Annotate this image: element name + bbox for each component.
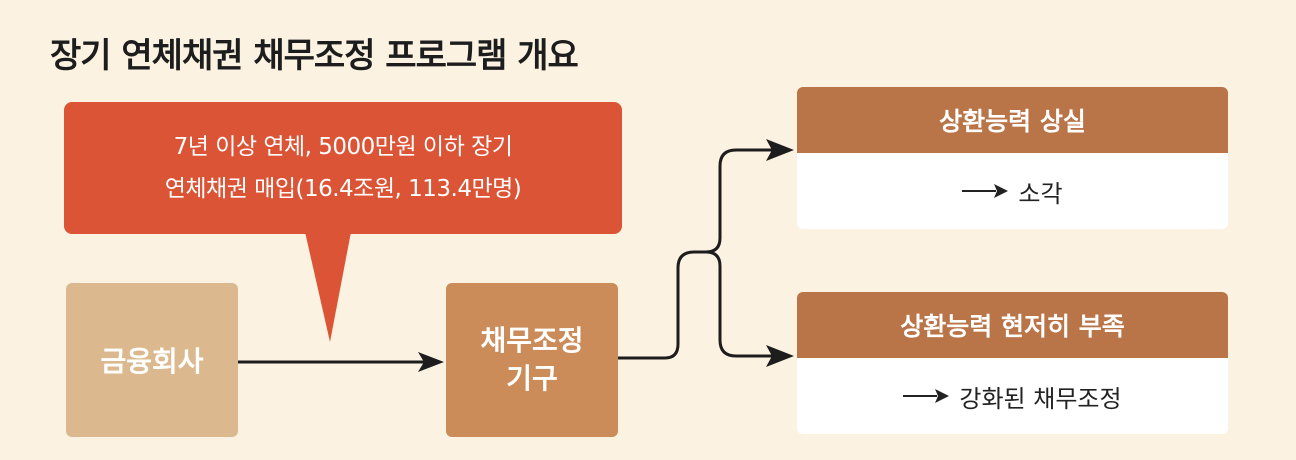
arrowhead-agency [418, 352, 444, 372]
debt-adjustment-agency-box: 채무조정 기구 [446, 283, 618, 437]
outcome-card-1-result: 소각 [1018, 179, 1063, 208]
callout-line-2: 연체채권 매입(16.4조원, 113.4만명) [164, 176, 522, 202]
callout-pointer [305, 232, 351, 342]
outcome-card-2-body: 강화된 채무조정 [797, 358, 1228, 434]
outcome-card-2: 상환능력 현저히 부족 강화된 채무조정 [797, 292, 1228, 434]
agency-label-line-1: 채무조정 [480, 324, 584, 357]
arrowhead-outcome-1 [766, 139, 794, 161]
branch-connector [618, 148, 772, 360]
branch-connector-lower [705, 250, 772, 358]
outcome-card-1-header: 상환능력 상실 [797, 87, 1228, 153]
outcome-card-1-body: 소각 [797, 153, 1228, 229]
page-title: 장기 연체채권 채무조정 프로그램 개요 [50, 36, 579, 76]
financial-institution-box: 금융회사 [66, 283, 238, 437]
outcome-card-2-result: 강화된 채무조정 [959, 384, 1122, 413]
agency-label-line-2: 기구 [506, 362, 558, 395]
outcome-card-1: 상환능력 상실 소각 [797, 87, 1228, 229]
callout-bubble: 7년 이상 연체, 5000만원 이하 장기 연체채권 매입(16.4조원, 1… [64, 102, 622, 234]
outcome-card-2-header: 상환능력 현저히 부족 [797, 292, 1228, 358]
callout-line-1: 7년 이상 연체, 5000만원 이하 장기 [173, 134, 513, 160]
right-arrow-icon [962, 184, 1009, 198]
right-arrow-icon [903, 389, 950, 403]
arrowhead-outcome-2 [766, 345, 794, 367]
financial-institution-label: 금융회사 [100, 345, 204, 378]
